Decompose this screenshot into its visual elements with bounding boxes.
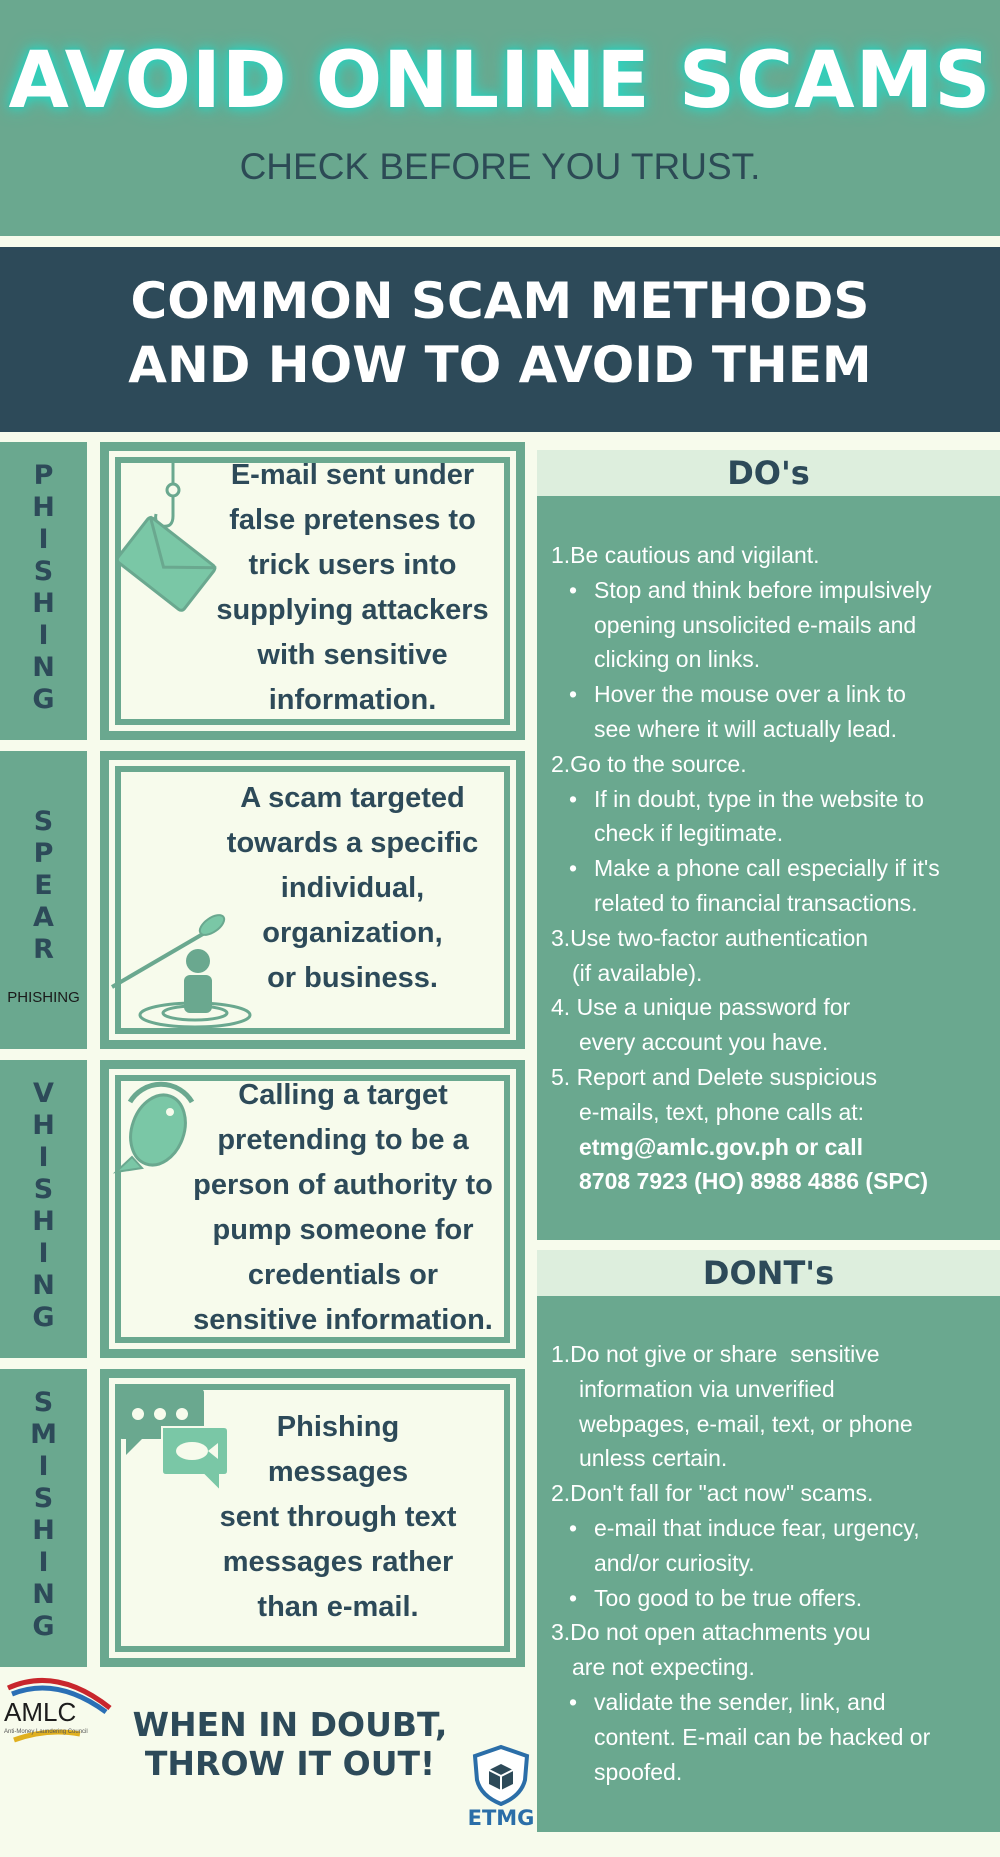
donts-line: Too good to be true offers. — [551, 1581, 991, 1616]
method-description-phishing: E-mail sent under false pretenses to tri… — [216, 459, 489, 716]
dos-line: (if available). — [572, 959, 703, 986]
etmg-shield-icon — [472, 1744, 530, 1806]
spear-fisher-icon — [110, 914, 252, 1029]
dos-line: Stop and think before impulsively — [551, 573, 991, 608]
method-card-phishing — [100, 442, 525, 740]
method-label-smishing — [0, 1369, 87, 1667]
method-card-spear — [100, 751, 525, 1049]
page-subtitle: CHECK BEFORE YOU TRUST. — [239, 146, 761, 187]
donts-line: webpages, e-mail, text, or phone — [579, 1410, 913, 1437]
method-card-vhishing — [100, 1060, 525, 1358]
dos-line: 2.Go to the source. — [551, 750, 747, 777]
section-title-line2: AND HOW TO AVOID THEM — [128, 336, 872, 394]
method-description-smishing: Phishing messages sent through text mess… — [219, 1411, 457, 1623]
chat-fish-icon — [118, 1389, 229, 1494]
donts-line: information via unverified — [579, 1375, 835, 1402]
dos-line: 3.Use two-factor authentication — [551, 924, 869, 951]
header-banner — [0, 0, 1000, 236]
dos-line: 5. Report and Delete suspicious — [551, 1063, 878, 1090]
motto-line2: THROW IT OUT! — [144, 1744, 436, 1783]
donts-line: and/or curiosity. — [594, 1549, 755, 1576]
dos-line: If in doubt, type in the website to — [551, 782, 991, 817]
method-label-vhishing — [0, 1060, 87, 1358]
amlc-logo-subtext: Anti-Money Laundering Council — [4, 1729, 88, 1735]
report-email: etmg@amlc.gov.ph or call — [579, 1133, 864, 1160]
dos-heading: DO's — [537, 450, 1000, 496]
etmg-logo: ETMG — [467, 1806, 535, 1830]
method-sublabel-phishing: PHISHING — [7, 989, 80, 1006]
donts-line: 1.Do not give or share sensitive — [551, 1341, 880, 1367]
method-label-phishing — [0, 442, 87, 740]
motto-line1: WHEN IN DOUBT, — [132, 1705, 448, 1744]
donts-line: spoofed. — [594, 1758, 683, 1785]
hooked-envelope-icon — [115, 458, 217, 612]
amlc-logo-swoosh — [6, 1677, 112, 1743]
donts-line: content. E-mail can be hacked or — [594, 1723, 931, 1750]
donts-line: unless certain. — [579, 1445, 728, 1472]
donts-panel — [537, 1296, 1000, 1832]
donts-line: are not expecting. — [572, 1654, 755, 1681]
dos-list: 1.Be cautious and vigilant. Stop and thi… — [551, 538, 991, 1199]
dos-line: every account you have. — [579, 1029, 829, 1056]
donts-heading: DONT's — [537, 1250, 1000, 1296]
dos-line: see where it will actually lead. — [594, 715, 897, 742]
dos-line: 4. Use a unique password for — [551, 994, 851, 1021]
dos-line: Hover the mouse over a link to — [551, 677, 991, 712]
donts-line: e-mail that induce fear, urgency, — [551, 1511, 991, 1546]
method-label-spear — [0, 751, 87, 1049]
dos-line: e-mails, text, phone calls at: — [579, 1098, 865, 1125]
donts-line: validate the sender, link, and — [551, 1685, 991, 1720]
section-title-line1: COMMON SCAM METHODS — [130, 272, 870, 330]
method-description-spear: A scam targeted towards a specific indiv… — [226, 782, 479, 994]
dos-line: Make a phone call especially if it's — [551, 851, 991, 886]
amlc-logo: AMLC — [4, 1697, 77, 1727]
donts-line: 3.Do not open attachments you — [551, 1619, 871, 1646]
dos-line: opening unsolicited e-mails and — [594, 611, 917, 638]
dos-line: related to financial transactions. — [594, 889, 918, 916]
donts-list: 1.Do not give or share sensitive informa… — [551, 1337, 991, 1789]
dos-line: 1.Be cautious and vigilant. — [551, 542, 820, 568]
dos-line: clicking on links. — [594, 646, 761, 673]
fish-phone-icon — [112, 1081, 195, 1174]
section-band — [0, 247, 1000, 432]
page-title: AVOID ONLINE SCAMS — [8, 36, 992, 126]
report-phone-numbers: 8708 7923 (HO) 8988 4886 (SPC) — [579, 1168, 929, 1195]
method-description-vhishing: Calling a target pretending to be a pers… — [193, 1079, 493, 1336]
donts-line: 2.Don't fall for "act now" scams. — [551, 1480, 874, 1507]
dos-line: check if legitimate. — [594, 820, 784, 847]
